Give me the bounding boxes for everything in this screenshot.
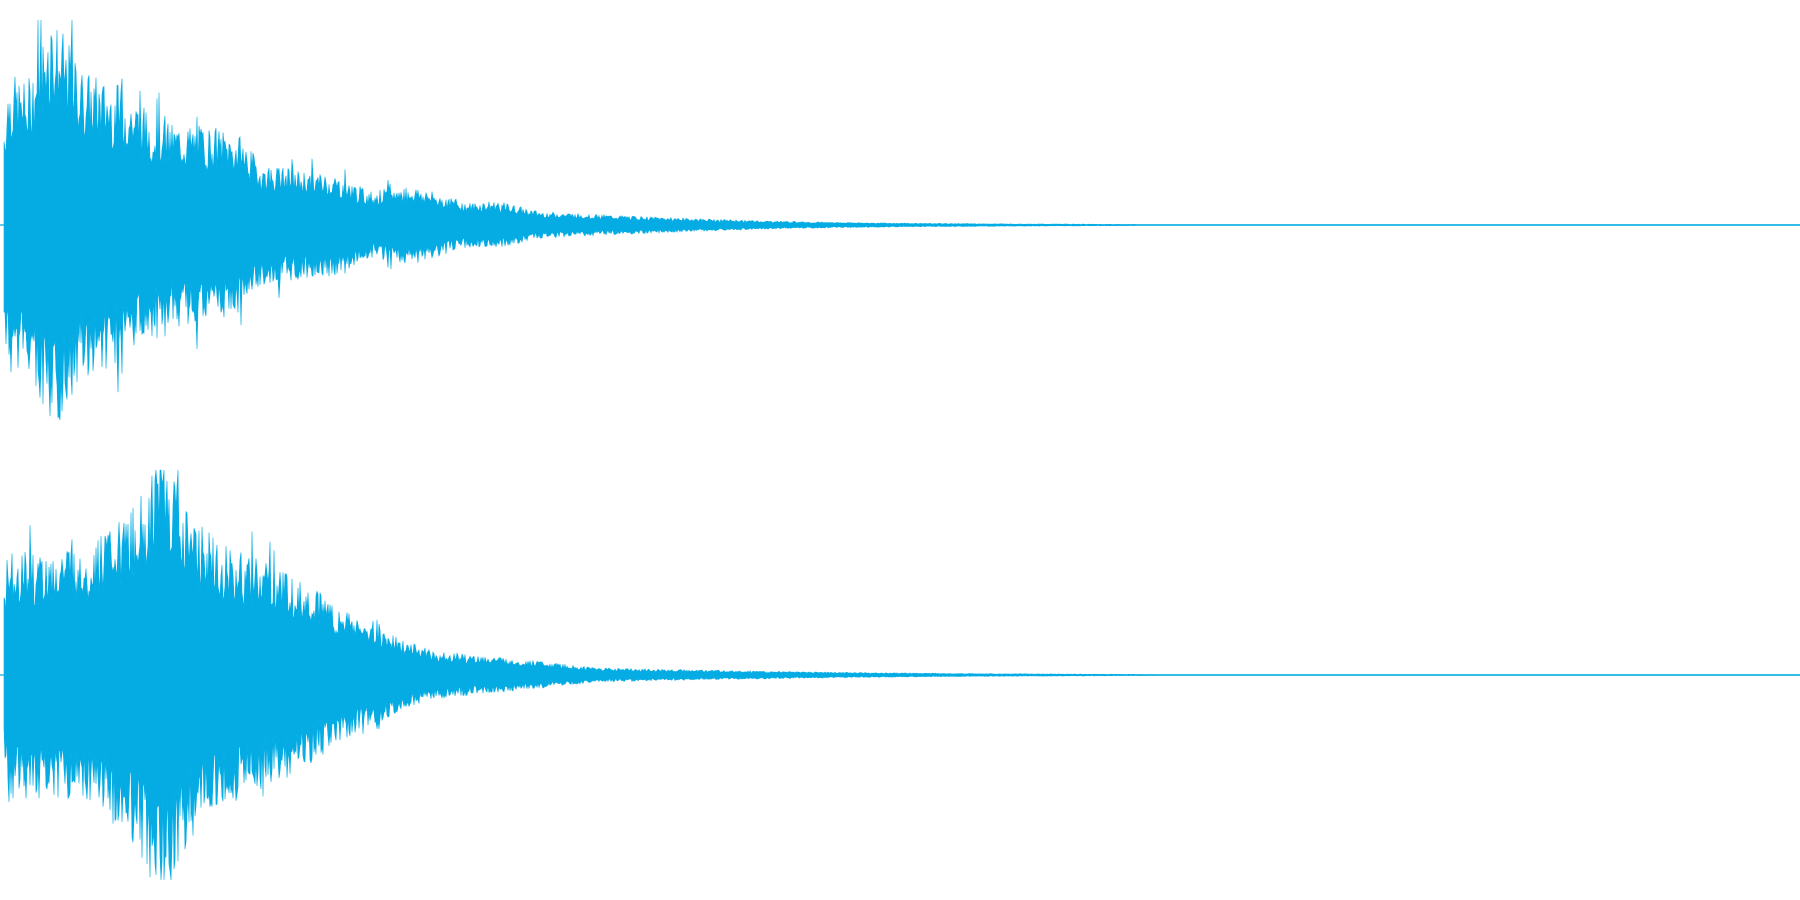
- waveform-amplitude-shape: [3, 469, 1800, 881]
- waveform-channel-right[interactable]: [0, 469, 1800, 881]
- waveform-channel-left[interactable]: [0, 19, 1800, 421]
- waveform-amplitude-shape: [3, 19, 1800, 421]
